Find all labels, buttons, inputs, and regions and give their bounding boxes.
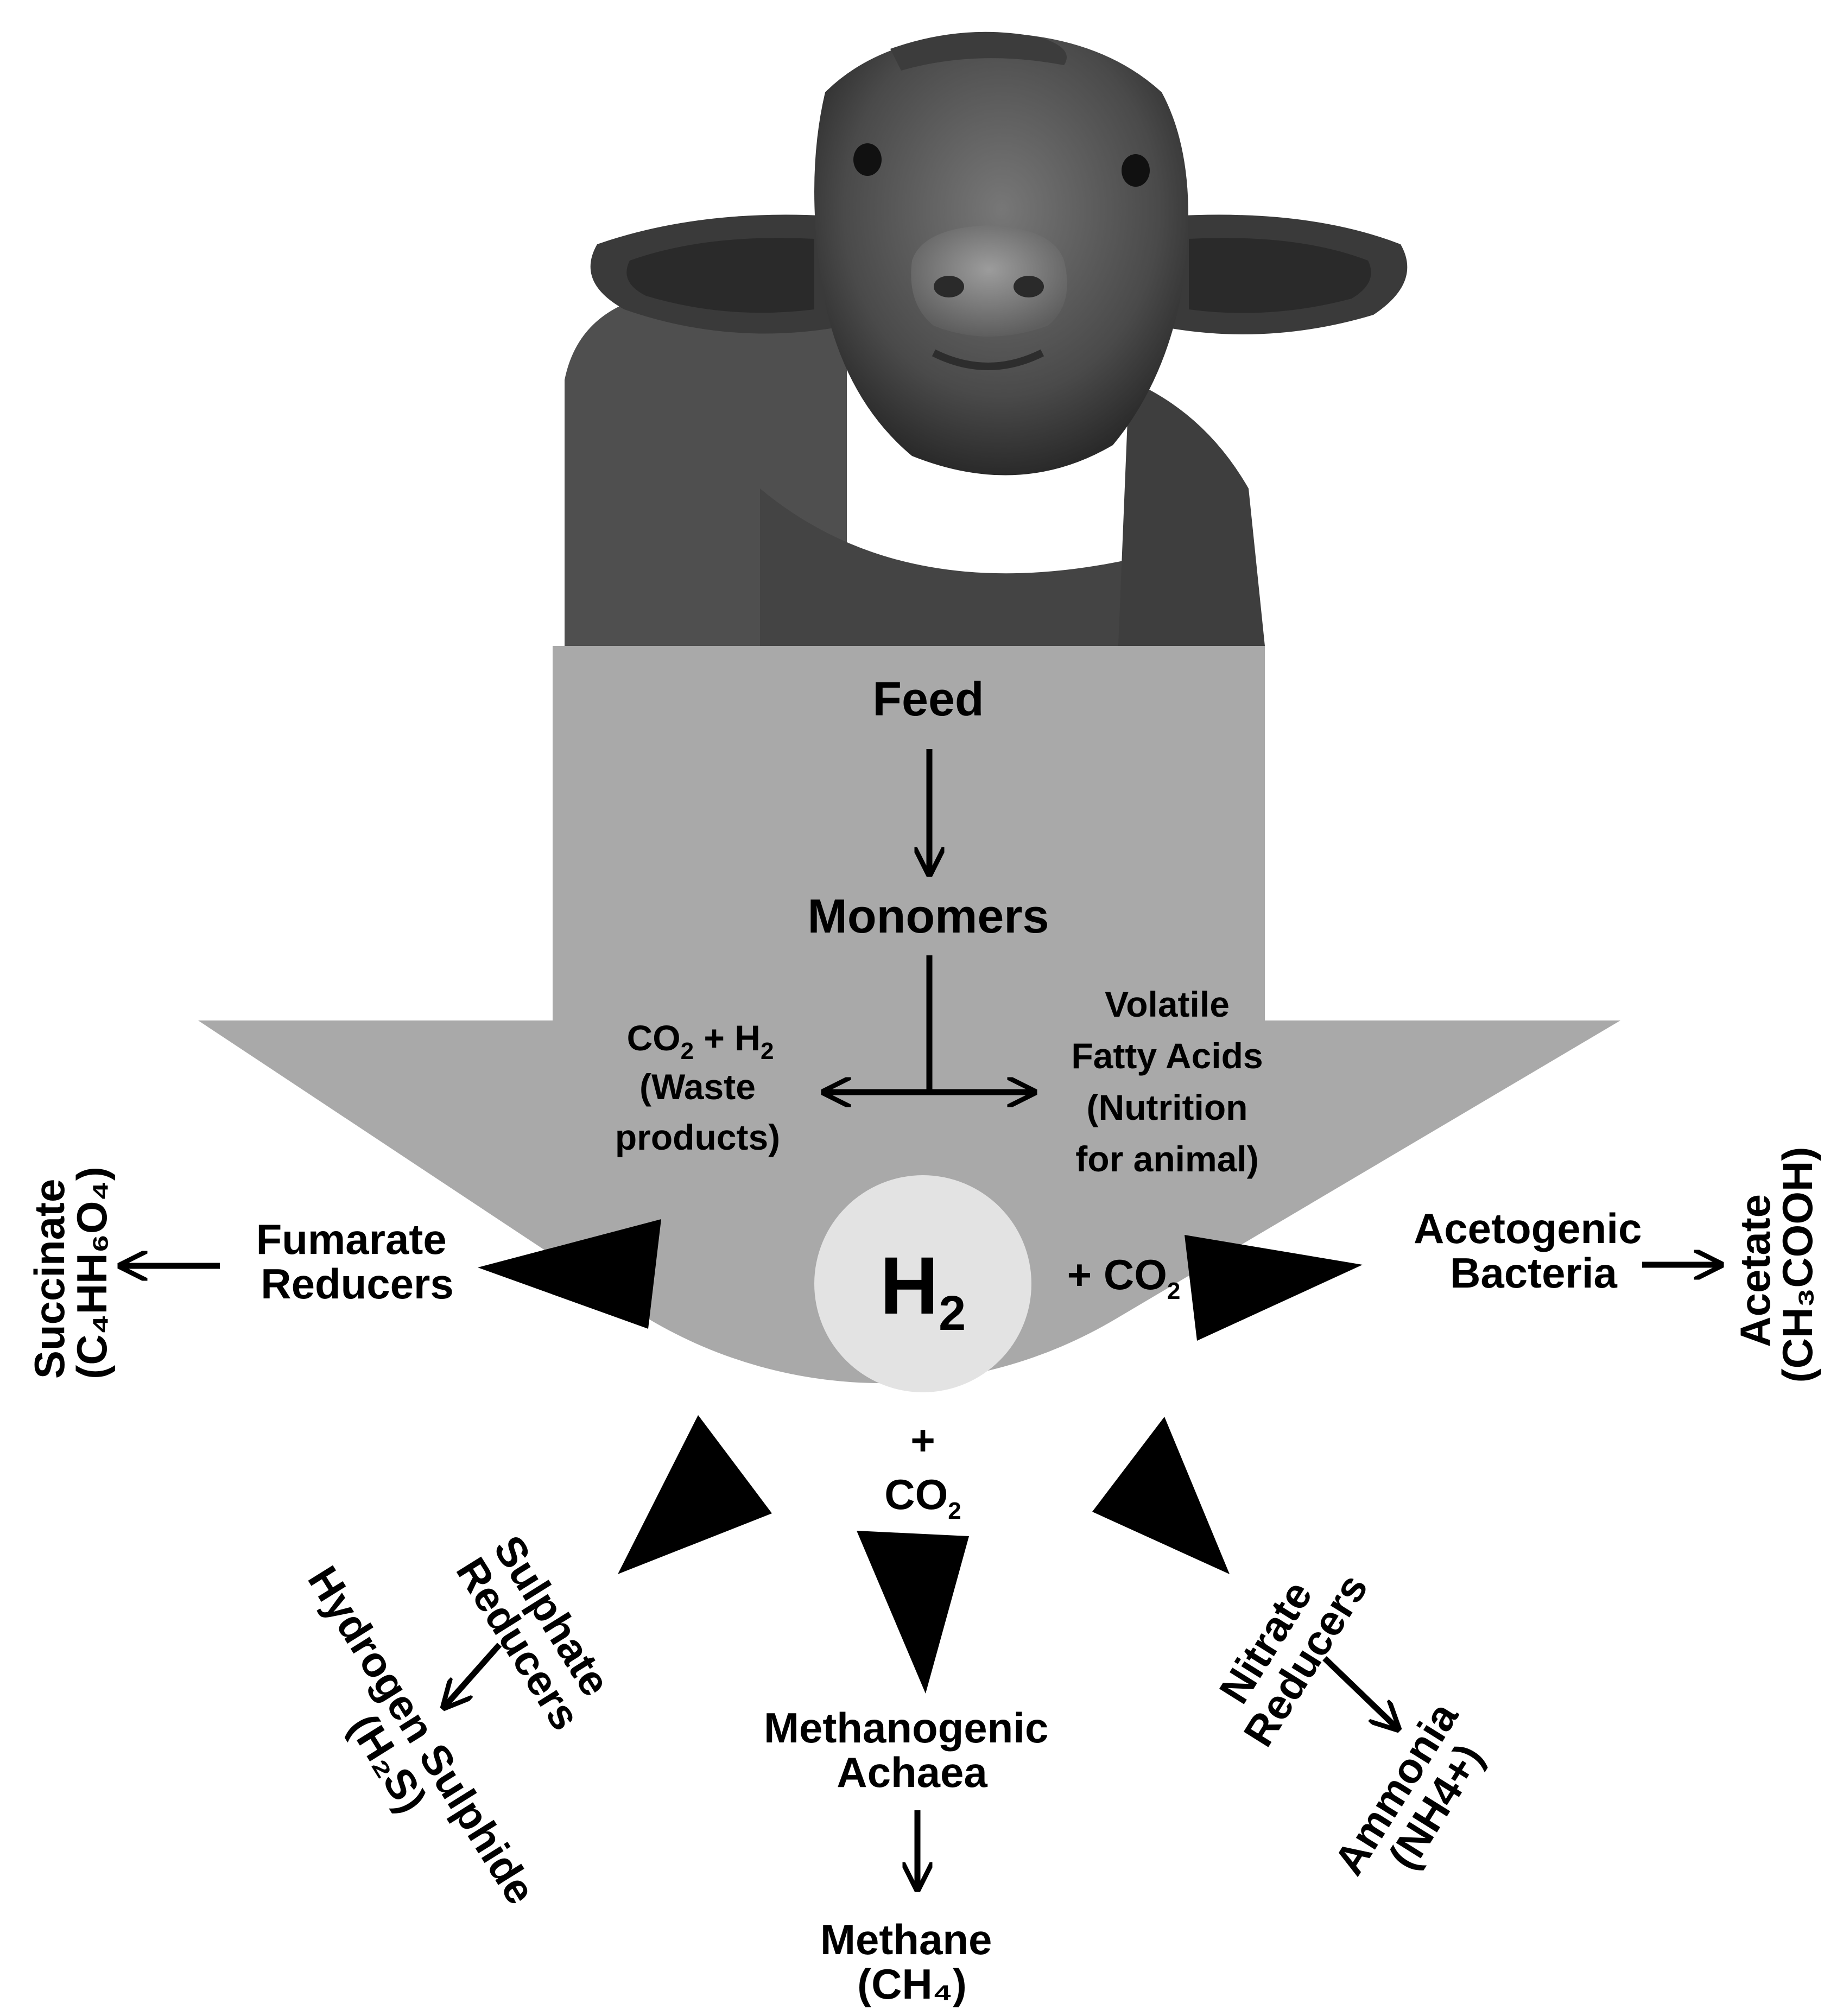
fumarate-pathway: Fumarate Reducers Succinate (C₄HH₆O₄) <box>26 1167 459 1379</box>
fumarate-reducers-label: Fumarate Reducers <box>256 1215 459 1308</box>
ammonia-label: Ammonia (NH4+) <box>1325 1684 1510 1906</box>
svg-text:products): products) <box>615 1117 780 1157</box>
nitrate-pathway: Nitrate Reducers Ammonia (NH4+) <box>1198 1543 1510 1906</box>
hub-spikes <box>478 1219 1363 1694</box>
svg-text:Volatile: Volatile <box>1105 984 1230 1024</box>
feed-label: Feed <box>872 672 984 726</box>
svg-text:(Waste: (Waste <box>639 1067 756 1107</box>
spike-nitrate <box>1092 1417 1230 1574</box>
spike-sulphate <box>618 1415 772 1574</box>
acetate-label: Acetate (CH₃COOH) <box>1731 1147 1821 1383</box>
buffalo-right-eye <box>1122 154 1150 187</box>
sulphate-reducers-label: Sulphate Reducers <box>447 1526 627 1739</box>
methanogenic-label: Methanogenic Achaea <box>764 1704 1060 1796</box>
h2-label: H2 <box>880 1240 966 1341</box>
buffalo-chest <box>1118 380 1265 646</box>
co2-bottom-plus: + <box>910 1416 935 1464</box>
funnel-shape <box>198 646 1620 1384</box>
vfa-label: Volatile Fatty Acids (Nutrition for anim… <box>1071 984 1263 1179</box>
buffalo-left-eye <box>853 143 882 176</box>
spike-fumarate <box>478 1219 661 1329</box>
acetogenic-bacteria-label: Acetogenic Bacteria <box>1414 1204 1654 1297</box>
monomers-label: Monomers <box>808 889 1049 943</box>
svg-text:Fatty Acids: Fatty Acids <box>1071 1036 1263 1076</box>
waste-products-label: CO2 + H2 (Waste products) <box>615 1018 780 1157</box>
sulphate-pathway: Sulphate Reducers Hydrogen Sulphide (H₂S… <box>299 1526 627 1912</box>
svg-text:CO2 + H2: CO2 + H2 <box>627 1018 774 1064</box>
sulphate-arrow <box>444 1643 502 1707</box>
h2-circle <box>814 1175 1031 1392</box>
svg-text:(Nutrition: (Nutrition <box>1087 1087 1248 1127</box>
methanogenic-pathway: Methanogenic Achaea Methane (CH₄) <box>764 1704 1060 2008</box>
nitrate-reducers-label: Nitrate Reducers <box>1198 1543 1377 1755</box>
co2-right-label: + CO2 <box>1067 1251 1181 1304</box>
nitrate-arrow <box>1322 1656 1398 1729</box>
succinate-label: Succinate (C₄HH₆O₄) <box>26 1167 116 1379</box>
acetogenic-pathway: Acetogenic Bacteria Acetate (CH₃COOH) <box>1414 1147 1821 1383</box>
co2-bottom-label: CO2 <box>884 1470 961 1524</box>
buffalo-photo <box>565 31 1408 646</box>
spike-acetogenic <box>1185 1235 1363 1341</box>
svg-text:for animal): for animal) <box>1075 1139 1258 1179</box>
methane-label: Methane (CH₄) <box>820 1916 1004 2008</box>
buffalo-muzzle <box>911 225 1067 337</box>
spike-methanogenic <box>857 1531 969 1694</box>
